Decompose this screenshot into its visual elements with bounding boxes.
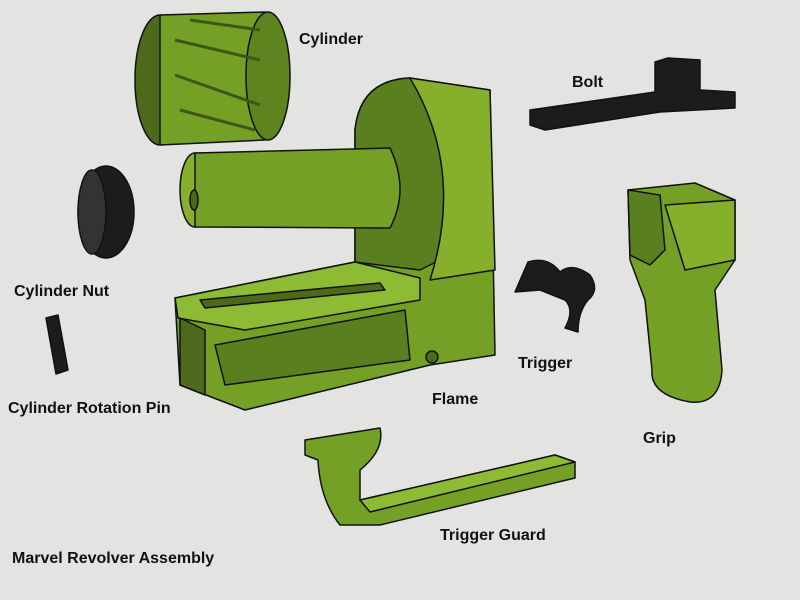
flame-part [174, 77, 496, 411]
label-trigger-guard: Trigger Guard [440, 527, 546, 544]
cylinder-rotation-pin-part [45, 314, 69, 375]
label-cylinder-nut: Cylinder Nut [14, 283, 110, 300]
label-trigger: Trigger [518, 355, 573, 372]
cylinder-part [134, 11, 291, 146]
cylinder-nut-part [77, 165, 135, 259]
grip-part [627, 182, 736, 403]
label-grip: Grip [643, 430, 676, 447]
bolt-part [529, 57, 736, 131]
diagram-title: Marvel Revolver Assembly [12, 550, 215, 567]
trigger-guard-part [304, 427, 576, 526]
trigger-part [514, 259, 596, 333]
label-cylinder-rotation-pin: Cylinder Rotation Pin [8, 400, 171, 417]
label-cylinder: Cylinder [299, 31, 364, 48]
label-bolt: Bolt [572, 74, 604, 91]
label-flame: Flame [432, 391, 479, 408]
